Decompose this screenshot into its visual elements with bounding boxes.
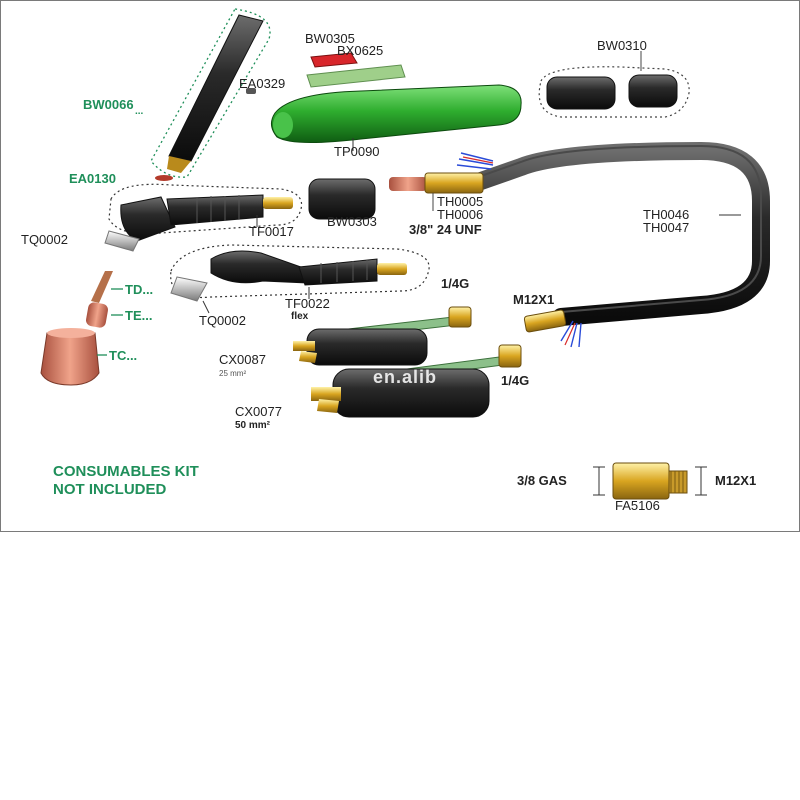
label-cx0087-size: 25 mm² xyxy=(219,369,247,378)
label-gas: 3/8 GAS xyxy=(517,473,567,488)
label-th0047: TH0047 xyxy=(643,220,690,235)
coupling-rings xyxy=(538,51,690,118)
label-td: TD... xyxy=(125,282,154,297)
label-m12x1-top: M12X1 xyxy=(513,292,555,307)
label-te: TE... xyxy=(125,308,153,323)
label-flex: flex xyxy=(291,311,309,322)
screw-ea0329 xyxy=(246,88,256,94)
label-14g-mid: 1/4G xyxy=(501,373,530,388)
sleeve-bw0303 xyxy=(308,178,376,220)
o-ring-ea0130 xyxy=(155,175,173,181)
adaptor-fa5106 xyxy=(593,462,707,500)
label-bw0303: BW0303 xyxy=(327,214,377,229)
power-cable xyxy=(456,141,770,348)
label-th0005: TH0005 xyxy=(437,194,484,209)
label-tc: TC... xyxy=(109,348,138,363)
label-m12x1-adaptor: M12X1 xyxy=(715,473,757,488)
label-tq0002-flex: TQ0002 xyxy=(199,313,246,328)
handle-inserts xyxy=(306,52,406,88)
label-bw0310: BW0310 xyxy=(597,38,647,53)
green-handle xyxy=(271,84,522,151)
label-bw0066-dots: ... xyxy=(135,106,144,117)
consumables-note: CONSUMABLES KIT NOT INCLUDED xyxy=(53,463,199,499)
label-bw0066: BW0066 xyxy=(83,97,134,112)
label-14g-top: 1/4G xyxy=(441,276,470,291)
note-line-2: NOT INCLUDED xyxy=(53,481,167,498)
exploded-parts-diagram: BW0305 BX0625 BW0310 EA0329 BW0066 ... T… xyxy=(0,0,800,532)
label-th0046: TH0046 xyxy=(643,207,690,222)
torch-body-flex xyxy=(170,244,430,314)
label-fa5106: FA5106 xyxy=(615,498,660,513)
label-tq0002-rigid: TQ0002 xyxy=(21,232,68,247)
label-ea0329: EA0329 xyxy=(239,76,286,91)
label-ea0130: EA0130 xyxy=(69,171,116,186)
torch-body-rigid xyxy=(104,183,303,252)
connector-cx0077 xyxy=(311,344,522,418)
consumables xyxy=(40,271,123,386)
label-th0006: TH0006 xyxy=(437,207,484,222)
label-cx0077: CX0077 xyxy=(235,404,282,419)
watermark: en.alib xyxy=(373,367,438,387)
label-tp0090: TP0090 xyxy=(334,144,380,159)
cable-fitting-top xyxy=(389,172,484,211)
note-line-1: CONSUMABLES KIT xyxy=(53,463,199,480)
connector-cx0087 xyxy=(293,306,472,366)
label-tf0022: TF0022 xyxy=(285,296,330,311)
label-cx0087: CX0087 xyxy=(219,352,266,367)
label-bx0625: BX0625 xyxy=(337,43,384,58)
label-thread: 3/8" 24 UNF xyxy=(409,222,482,237)
cable-fitting-bottom xyxy=(523,309,567,333)
label-cx0077-size: 50 mm² xyxy=(235,420,271,431)
back-cap-long xyxy=(150,8,271,178)
label-bw0305: BW0305 xyxy=(305,31,355,46)
diagram-drawing xyxy=(40,8,770,500)
label-tf0017: TF0017 xyxy=(249,224,294,239)
